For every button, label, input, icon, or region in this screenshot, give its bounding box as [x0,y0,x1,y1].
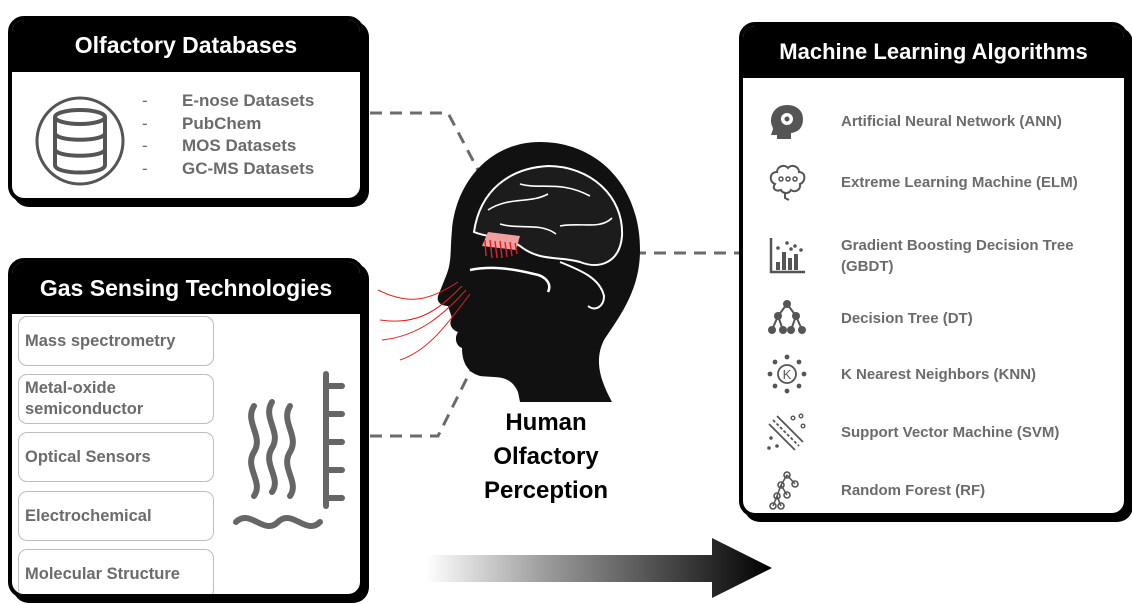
ml-label: Decision Tree (DT) [841,309,973,327]
ai-head-icon [771,105,803,139]
olfactory-databases-title: Olfactory Databases [12,20,360,72]
database-icon [35,96,125,186]
ml-label: Gradient Boosting Decision Tree (GBDT) [841,237,1074,275]
gas-sensing-panel: Gas Sensing Technologies Mass spectromet… [8,258,364,598]
database-item: -MOS Datasets [142,136,297,155]
human-olfactory-perception-label: Human Olfactory Perception [483,409,609,504]
database-label: PubChem [182,113,262,133]
svm-icon [767,413,806,451]
svg-text:K: K [783,367,792,382]
olfactory-databases-panel: Olfactory Databases -E-nose Datasets -Pu… [8,16,364,202]
database-list: -E-nose Datasets -PubChem -MOS Datasets … [142,90,314,180]
connector-databases [370,111,480,171]
ml-item-gbdt: Gradient Boosting Decision Tree (GBDT) [765,234,1124,278]
gas-item-metal-oxide: Metal-oxide semiconductor [18,374,214,424]
ml-label: Support Vector Machine (SVM) [841,423,1060,441]
ml-label: K Nearest Neighbors (KNN) [841,365,1037,383]
ml-item-rf: Random Forest (RF) [765,468,1124,512]
brain-icon [769,164,806,201]
gas-sensing-title: Gas Sensing Technologies [12,262,360,314]
database-label: GC-MS Datasets [182,158,315,178]
human-head-olfactory-icon [437,142,640,402]
ml-item-dt: Decision Tree (DT) [765,296,1124,340]
ml-item-knn: K K Nearest Neighbors (KNN) [765,352,1124,396]
gas-item-electrochemical: Electrochemical [18,491,214,541]
bar-chart-icon [769,238,805,274]
ml-item-svm: Support Vector Machine (SVM) [765,410,1124,454]
heat-sensor-icon [233,371,345,529]
gas-item-mass-spectrometry: Mass spectrometry [18,316,214,366]
ml-item-elm: Extreme Learning Machine (ELM) [765,160,1124,204]
gas-item-molecular-structure: Molecular Structure [18,549,214,594]
database-item: -GC-MS Datasets [142,158,315,178]
ml-label: Extreme Learning Machine (ELM) [841,173,1078,191]
database-label: MOS Datasets [182,136,297,155]
database-item: -E-nose Datasets [142,91,315,110]
ml-label: Random Forest (RF) [841,481,986,499]
gas-item-optical-sensors: Optical Sensors [18,432,214,482]
machine-learning-panel: Machine Learning Algorithms Artificial N… [739,22,1128,517]
scent-lines [377,281,471,361]
database-item: -PubChem [142,113,262,133]
knn-icon: K [767,354,807,394]
ml-item-ann: Artificial Neural Network (ANN) [765,99,1124,143]
random-forest-icon [769,471,799,510]
progress-arrow [426,538,772,598]
database-label: E-nose Datasets [182,91,315,110]
ml-label: Artificial Neural Network (ANN) [841,112,1062,130]
machine-learning-title: Machine Learning Algorithms [743,26,1124,78]
decision-tree-icon [768,300,806,334]
connector-gas [370,359,478,438]
